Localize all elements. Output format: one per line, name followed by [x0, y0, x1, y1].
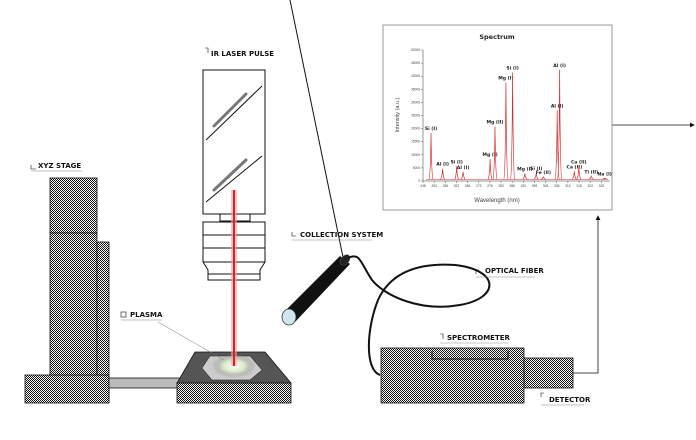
- peak-label: Mg (I): [482, 152, 497, 158]
- x-tick-label: 313: [565, 184, 571, 188]
- y-tick-label: 45000: [411, 61, 420, 65]
- peak-label: Mg (II): [486, 120, 503, 126]
- y-tick-label: 10000: [411, 153, 420, 157]
- svg-text:XYZ STAGE: XYZ STAGE: [38, 162, 81, 170]
- peak-label: Si (I): [450, 159, 462, 165]
- spectrum-peak: [510, 72, 516, 180]
- svg-text:PLASMA: PLASMA: [130, 311, 163, 319]
- spectrum-peak: [503, 82, 509, 180]
- xyz-stage-label: XYZ STAGE: [30, 162, 82, 172]
- spectrum-peak: [492, 126, 498, 180]
- x-tick-label: 268: [465, 184, 471, 188]
- spectrum-peak: [428, 133, 434, 180]
- collection-system-label: COLLECTION SYSTEM: [291, 231, 383, 241]
- xyz-stage: [24, 177, 182, 404]
- x-tick-label: 328: [599, 184, 605, 188]
- peak-label: Al (I): [436, 162, 449, 168]
- x-tick-label: 278: [487, 184, 493, 188]
- svg-text:COLLECTION SYSTEM: COLLECTION SYSTEM: [300, 231, 383, 239]
- spectrum-peak: [440, 168, 446, 180]
- spectrum-peak: [602, 178, 608, 180]
- spectrum-plot: 248 253 258 263 268 273 278 283 288 293 298 303 308 3…: [411, 48, 612, 188]
- detector: [523, 357, 574, 389]
- detector-to-spectrum-arrow: [573, 215, 601, 374]
- x-tick-label: 273: [476, 184, 482, 188]
- collection-lens-tube: [281, 0, 351, 326]
- peak-label: Si (I): [506, 66, 518, 72]
- ir-laser-pulse-label: IR LASER PULSE: [205, 47, 274, 58]
- spectrum-peak: [533, 173, 539, 180]
- spectrum-peak: [460, 171, 466, 180]
- x-tick-label: 283: [498, 184, 504, 188]
- x-tick-label: 318: [576, 184, 582, 188]
- peak-label: Mg (I): [498, 75, 513, 81]
- spectrum-peak: [487, 158, 493, 180]
- peak-label: Ca (II): [566, 164, 582, 170]
- y-axis-label: Intensity (a.u.): [395, 97, 401, 132]
- x-tick-label: 258: [443, 184, 449, 188]
- y-tick-label: 35000: [411, 87, 420, 91]
- x-tick-label: 263: [454, 184, 460, 188]
- x-tick-label: 303: [543, 184, 549, 188]
- x-tick-label: 298: [532, 184, 538, 188]
- spectrum-peak: [454, 166, 460, 180]
- spectrometer: [380, 347, 525, 404]
- peak-label: Fe (II): [536, 170, 551, 176]
- y-tick-label: 5000: [413, 166, 420, 170]
- x-tick-label: 308: [554, 184, 560, 188]
- spectrum-panel: Spectrum Wavelength (nm) Intensity (a.u.…: [382, 24, 613, 211]
- spectrum-peak: [571, 171, 577, 180]
- optical-fiber-label: OPTICAL FIBER: [475, 267, 544, 278]
- peak-label: Mg (I): [517, 167, 532, 173]
- y-tick-label: 20000: [411, 127, 420, 131]
- svg-text:IR LASER PULSE: IR LASER PULSE: [211, 50, 274, 58]
- peak-label: Ti (II): [584, 169, 598, 175]
- y-tick-label: 30000: [411, 100, 420, 104]
- spectrum-peak: [557, 69, 563, 180]
- laser-beam: [231, 190, 237, 366]
- spectrometer-label: SPECTROMETER: [440, 333, 511, 344]
- x-tick-label: 288: [509, 184, 515, 188]
- x-axis-label: Wavelength (nm): [474, 198, 519, 204]
- y-tick-label: 40000: [411, 74, 420, 78]
- peak-label: Al (I): [457, 165, 470, 171]
- spectrum-peak: [522, 173, 528, 180]
- peak-label: Si (I): [425, 126, 437, 132]
- optical-fiber: [347, 255, 491, 376]
- spectrum-peak: [540, 176, 546, 180]
- x-tick-label: 323: [588, 184, 594, 188]
- detector-label: DETECTOR: [540, 392, 591, 406]
- y-tick-label: 15000: [411, 140, 420, 144]
- plasma-label: PLASMA: [120, 311, 225, 361]
- peak-label: Na (I): [597, 171, 611, 177]
- y-tick-label: 50000: [411, 48, 420, 52]
- svg-text:OPTICAL FIBER: OPTICAL FIBER: [485, 267, 544, 275]
- peak-label: Si (I): [530, 166, 542, 172]
- peak-label: Al (I): [553, 63, 566, 69]
- x-tick-label: 248: [420, 184, 426, 188]
- peak-label: Al (I): [551, 103, 564, 109]
- y-tick-label: 25000: [411, 114, 420, 118]
- x-tick-label: 293: [521, 184, 527, 188]
- spectrum-peak: [588, 174, 594, 180]
- x-tick-label: 253: [431, 184, 437, 188]
- chart-title: Spectrum: [479, 33, 515, 41]
- svg-text:DETECTOR: DETECTOR: [549, 396, 591, 404]
- svg-text:SPECTROMETER: SPECTROMETER: [447, 334, 511, 342]
- peak-label: Ca (II): [571, 159, 587, 165]
- y-tick-label: 0: [418, 179, 420, 183]
- spectrum-peak: [554, 110, 560, 180]
- spectrum-peak: [576, 166, 582, 180]
